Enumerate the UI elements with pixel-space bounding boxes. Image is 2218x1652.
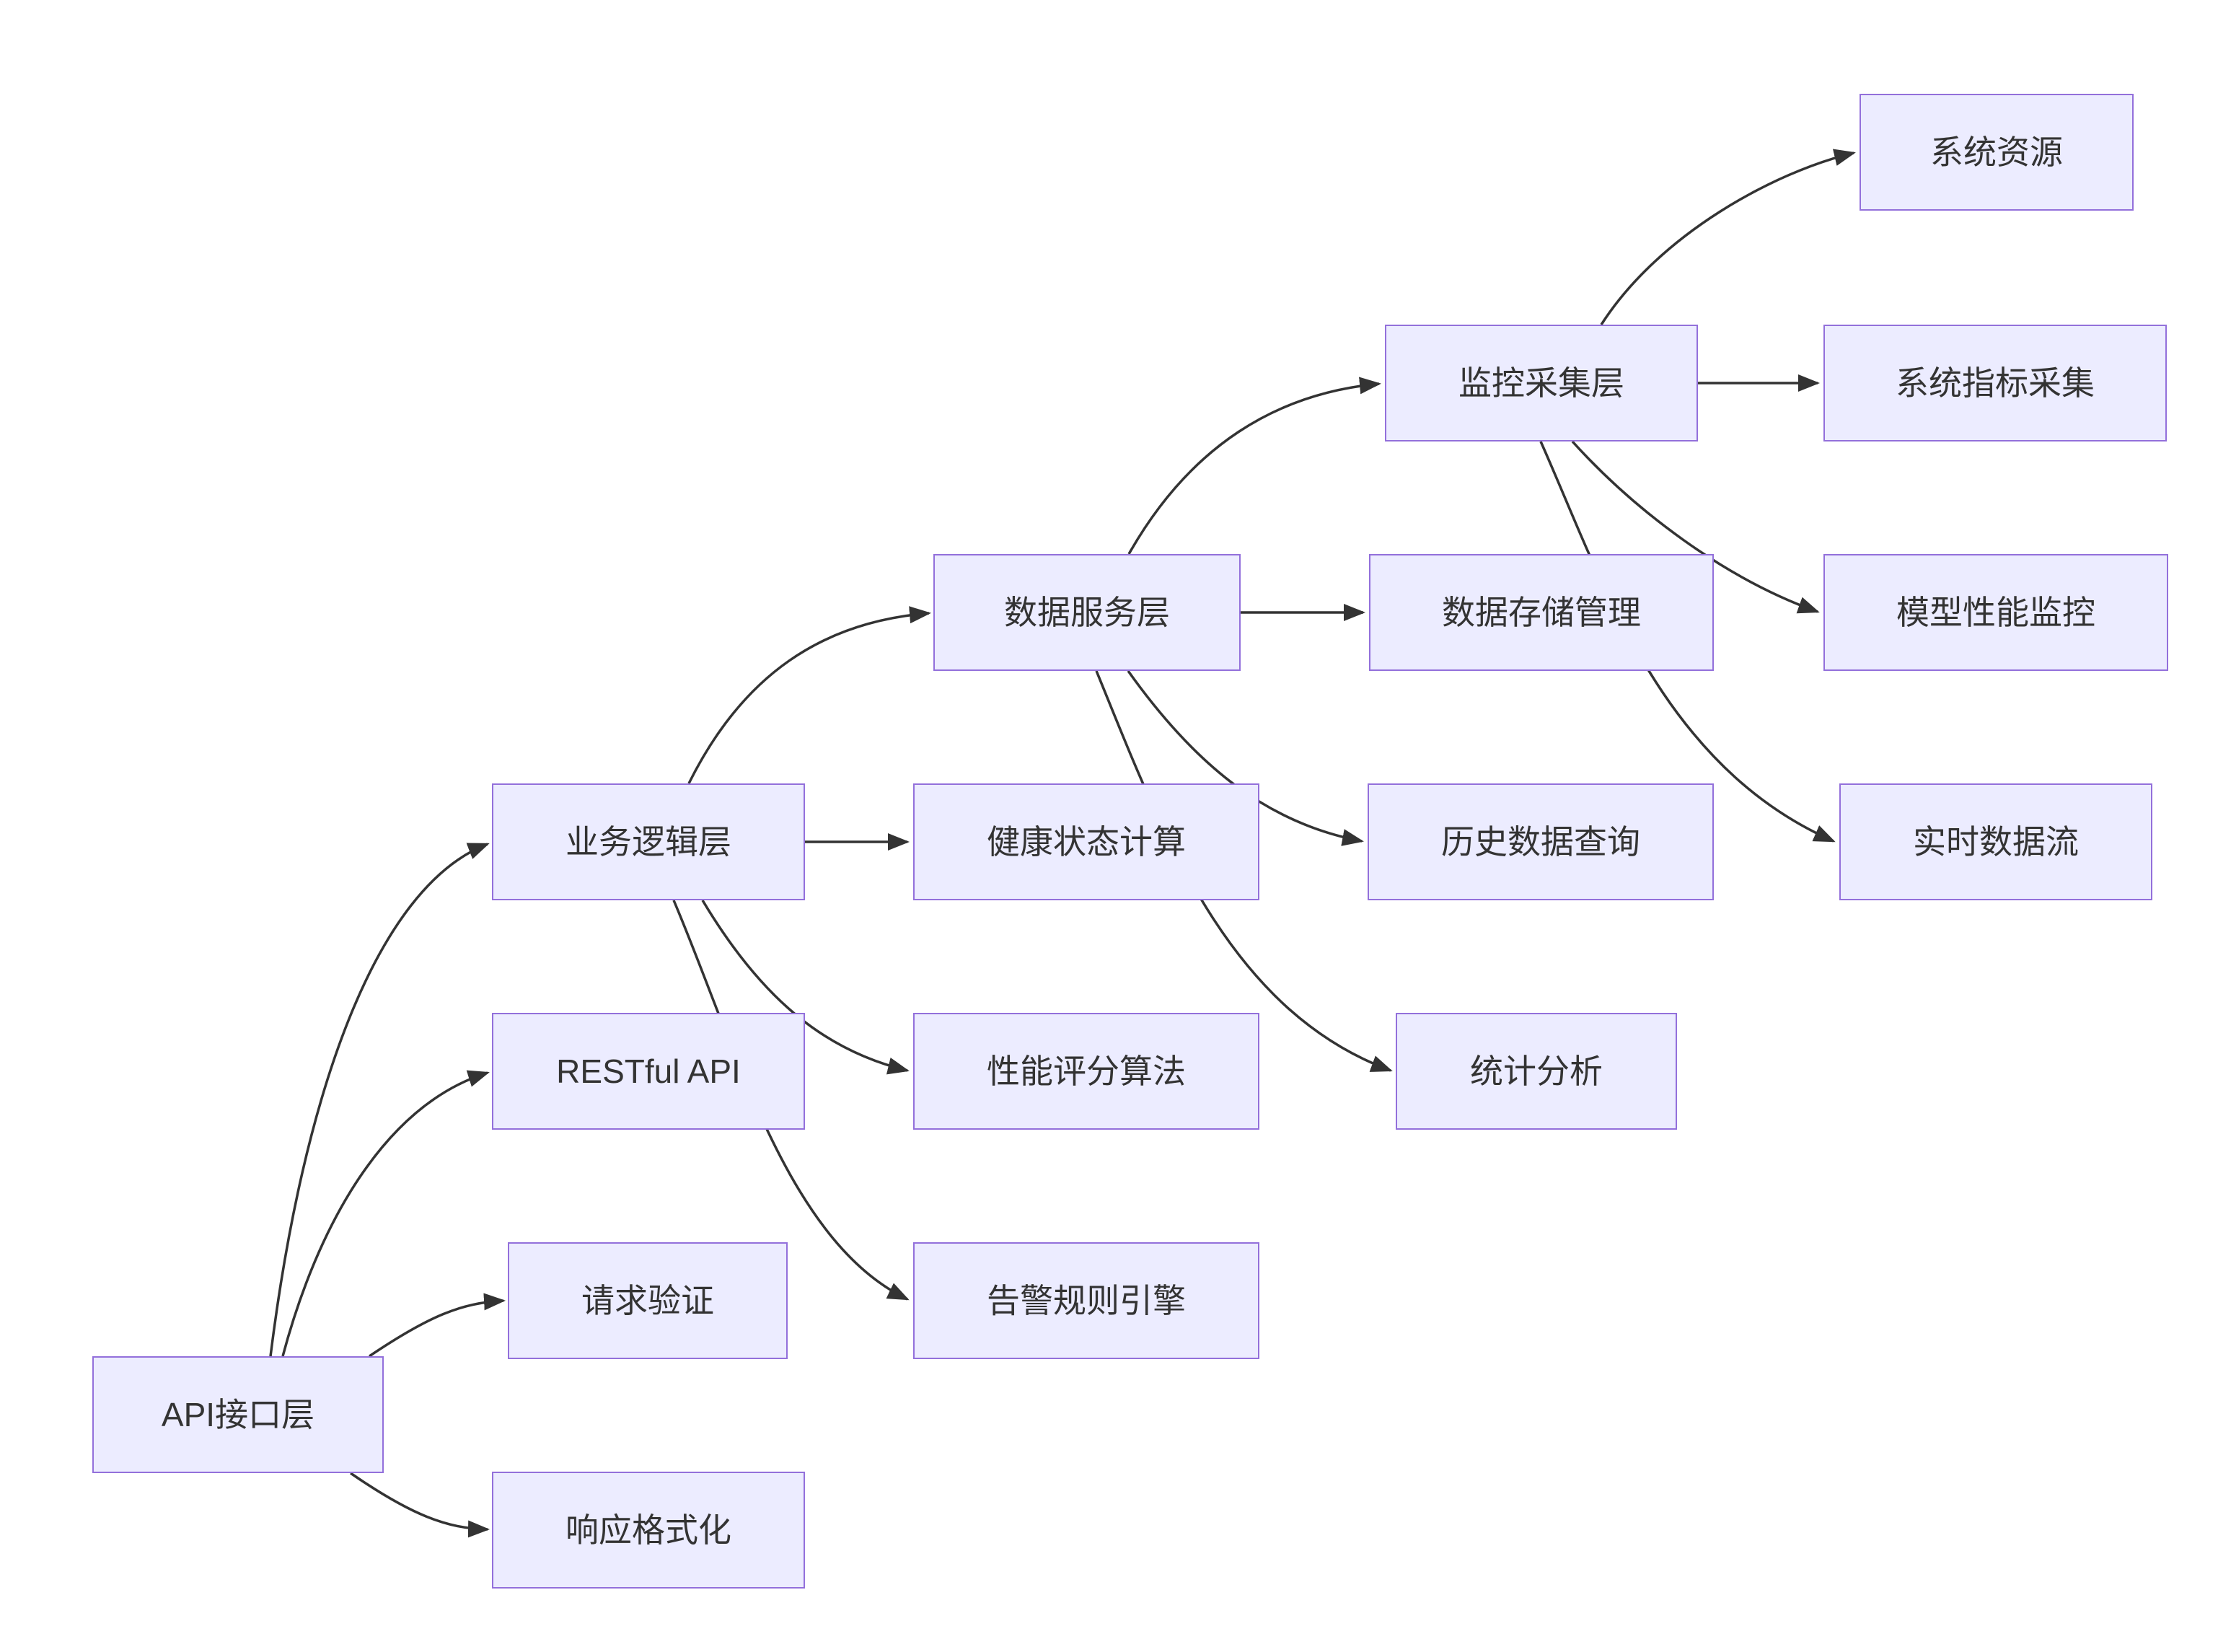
node-label: RESTful API xyxy=(556,1053,741,1090)
node-business-logic-layer: 业务逻辑层 xyxy=(492,783,805,900)
node-data-service-layer: 数据服务层 xyxy=(933,554,1241,671)
edge-data-service-layer-to-statistical-analysis xyxy=(1095,670,1393,1072)
node-api-layer: API接口层 xyxy=(92,1356,384,1473)
node-label: 历史数据查询 xyxy=(1441,823,1640,861)
edge-monitoring-collection-layer-to-system-resources xyxy=(1600,149,1856,325)
node-statistical-analysis: 统计分析 xyxy=(1396,1013,1677,1130)
node-label: 响应格式化 xyxy=(565,1511,731,1549)
edge-business-logic-layer-to-alert-rule-engine xyxy=(672,900,910,1301)
node-label: 监控采集层 xyxy=(1458,364,1624,402)
node-alert-rule-engine: 告警规则引擎 xyxy=(913,1242,1259,1359)
node-label: 业务逻辑层 xyxy=(565,823,731,861)
edge-monitoring-collection-layer-to-model-performance-monitoring xyxy=(1571,440,1820,614)
node-label: 系统指标采集 xyxy=(1896,364,2095,402)
node-data-storage-management: 数据存储管理 xyxy=(1369,554,1714,671)
node-system-resources: 系统资源 xyxy=(1860,94,2134,211)
node-performance-scoring: 性能评分算法 xyxy=(913,1013,1259,1130)
node-label: 请求验证 xyxy=(581,1282,714,1319)
node-label: 模型性能监控 xyxy=(1896,594,2095,631)
node-history-data-query: 历史数据查询 xyxy=(1368,783,1714,900)
node-monitoring-collection-layer: 监控采集层 xyxy=(1385,325,1698,441)
edge-api-layer-to-request-validation xyxy=(369,1293,506,1358)
edge-api-layer-to-response-formatting xyxy=(350,1472,490,1538)
node-response-formatting: 响应格式化 xyxy=(492,1472,805,1589)
edge-api-layer-to-business-logic-layer xyxy=(269,843,490,1357)
node-label: 实时数据流 xyxy=(1913,823,2079,861)
node-realtime-data-stream: 实时数据流 xyxy=(1839,783,2152,900)
node-system-metrics-collection: 系统指标采集 xyxy=(1823,325,2167,441)
node-label: 数据服务层 xyxy=(1004,594,1170,631)
edge-business-logic-layer-to-data-service-layer xyxy=(687,606,931,784)
node-restful-api: RESTful API xyxy=(492,1013,805,1130)
node-health-status-calc: 健康状态计算 xyxy=(913,783,1259,900)
edge-data-service-layer-to-monitoring-collection-layer xyxy=(1127,377,1381,555)
node-label: 性能评分算法 xyxy=(987,1053,1186,1090)
node-label: 健康状态计算 xyxy=(987,823,1186,861)
node-model-performance-monitoring: 模型性能监控 xyxy=(1823,554,2168,671)
node-request-validation: 请求验证 xyxy=(508,1242,788,1359)
node-label: 系统资源 xyxy=(1930,133,2063,171)
node-label: API接口层 xyxy=(161,1396,315,1433)
node-label: 数据存储管理 xyxy=(1442,594,1641,631)
node-label: 告警规则引擎 xyxy=(987,1282,1186,1319)
node-label: 统计分析 xyxy=(1470,1053,1603,1090)
edge-api-layer-to-restful-api xyxy=(281,1070,490,1357)
